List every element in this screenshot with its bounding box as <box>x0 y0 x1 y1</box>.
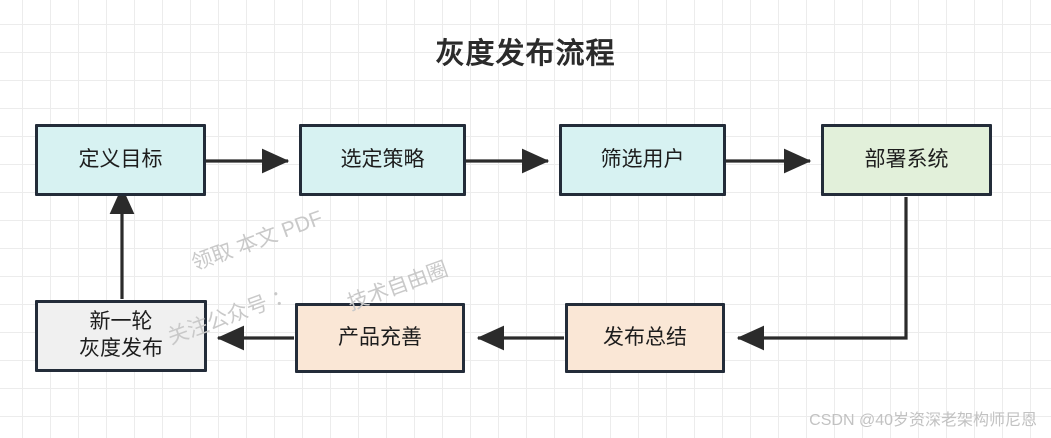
watermark-csdn: CSDN @40岁资深老架构师尼恩 <box>809 412 1037 429</box>
node-product-improve[interactable]: 产品充善 <box>295 303 465 373</box>
node-label: 部署系统 <box>864 147 949 171</box>
page-title: 灰度发布流程 <box>435 38 616 70</box>
watermark-gongzhonghao: 关注公众号 ： <box>164 282 297 350</box>
node-filter-users[interactable]: 筛选用户 <box>559 124 726 196</box>
node-label: 选定策略 <box>340 147 425 171</box>
edge-n4-n5 <box>736 197 908 351</box>
node-label: 定义目标 <box>78 147 163 171</box>
node-select-strategy[interactable]: 选定策略 <box>299 124 466 196</box>
node-label-line-2: 灰度发布 <box>79 337 163 360</box>
watermark-pdf: 领取 本文 PDF <box>188 206 326 276</box>
node-label: 发布总结 <box>603 325 687 349</box>
node-label-line-1: 新一轮 <box>89 310 153 334</box>
node-label: 筛选用户 <box>600 147 685 171</box>
node-deploy-system[interactable]: 部署系统 <box>821 124 992 196</box>
node-new-round-gray-release[interactable]: 新一轮 灰度发布 <box>35 300 207 372</box>
node-label: 产品充善 <box>338 325 422 349</box>
node-define-goal[interactable]: 定义目标 <box>35 124 206 196</box>
node-release-summary[interactable]: 发布总结 <box>565 303 725 373</box>
